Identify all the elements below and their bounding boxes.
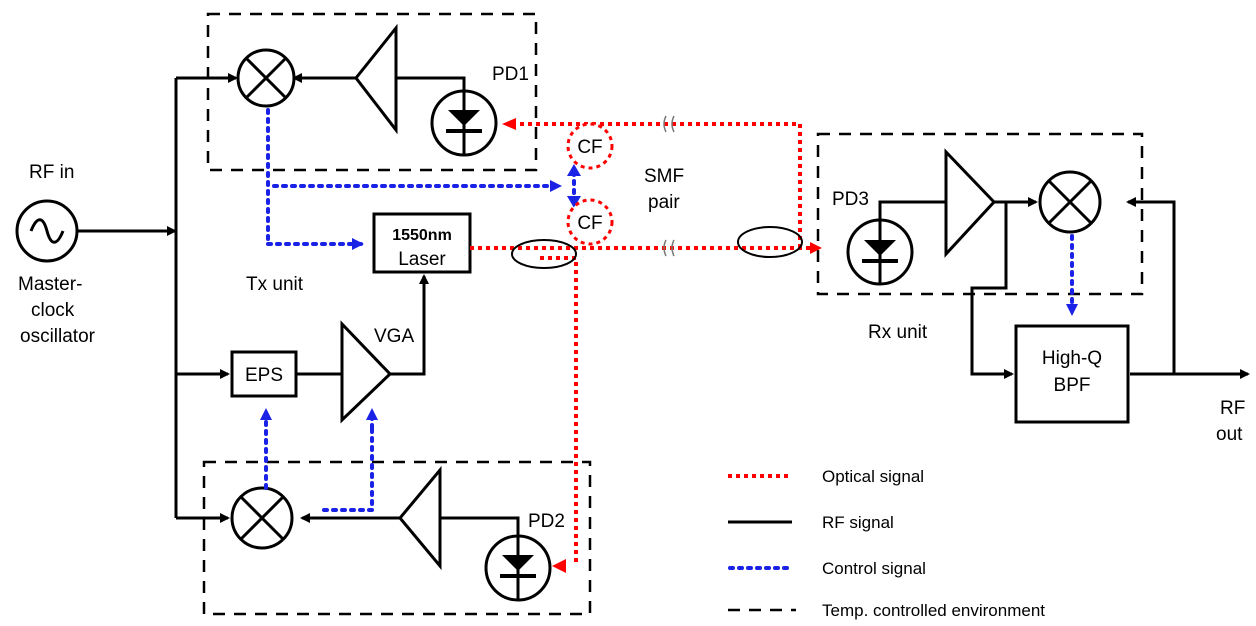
cf-bottom-label: CF: [577, 213, 602, 234]
rx-env-box: [816, 132, 1144, 296]
control-arrow-down: [567, 196, 581, 208]
pd1-label: PD1: [492, 64, 529, 85]
cf-top-coupler: [566, 122, 614, 170]
cf-top-label: CF: [577, 137, 602, 158]
fiber-ellipse-right: [737, 226, 803, 258]
rx-unit-label: Rx unit: [868, 322, 928, 343]
legend-control: Control signal: [822, 559, 926, 578]
mixer-top: [236, 48, 296, 108]
amplifier-top: [354, 23, 398, 135]
vga-label: VGA: [374, 326, 414, 347]
fiber-break-top: [663, 115, 675, 133]
eps-label: EPS: [245, 365, 283, 386]
laser-label-1: 1550nm: [392, 227, 452, 244]
bpf-box: [1014, 324, 1130, 424]
pd2-label: PD2: [528, 511, 565, 532]
cf-bottom-coupler: [566, 198, 614, 246]
master-clock-label-2: clock: [31, 300, 75, 321]
smf-label-1: SMF: [644, 166, 684, 187]
master-clock-label-3: oscillator: [20, 326, 96, 347]
pd2-photodiode: [484, 534, 552, 602]
rf-out-label-2: out: [1216, 424, 1243, 445]
mixer-rx: [1038, 170, 1102, 234]
fiber-ellipse-left: [511, 239, 577, 269]
legend: Optical signal RF signal Control signal …: [728, 467, 1045, 620]
amplifier-rx: [944, 148, 997, 258]
bpf-label-1: High-Q: [1042, 348, 1102, 369]
laser-box: [372, 212, 472, 274]
smf-label-2: pair: [648, 192, 680, 213]
control-signal-lines: [260, 108, 1078, 512]
pd3-photodiode: [846, 218, 914, 286]
optical-signal-lines: [470, 118, 822, 573]
mixer-bottom: [230, 486, 294, 550]
eps-box: [230, 350, 298, 398]
vga-amplifier: [340, 320, 393, 424]
bpf-label-2: BPF: [1054, 375, 1091, 396]
legend-optical: Optical signal: [822, 467, 924, 486]
rf-out-label-1: RF: [1220, 398, 1245, 419]
pd1-photodiode: [430, 89, 498, 157]
pd3-label: PD3: [832, 189, 869, 210]
tx-unit-label: Tx unit: [246, 274, 304, 295]
tx-top-env-box: [206, 12, 538, 172]
legend-rf: RF signal: [822, 513, 894, 532]
amplifier-bottom: [398, 465, 442, 571]
fiber-break-bottom: [663, 239, 675, 257]
laser-label-2: Laser: [398, 249, 446, 270]
master-clock-label-1: Master-: [18, 274, 82, 295]
legend-env: Temp. controlled environment: [822, 601, 1045, 620]
rf-in-label: RF in: [29, 162, 74, 183]
master-clock-oscillator: [15, 199, 79, 263]
tx-bottom-env-box: [202, 460, 592, 616]
control-arrow-up: [567, 164, 581, 176]
